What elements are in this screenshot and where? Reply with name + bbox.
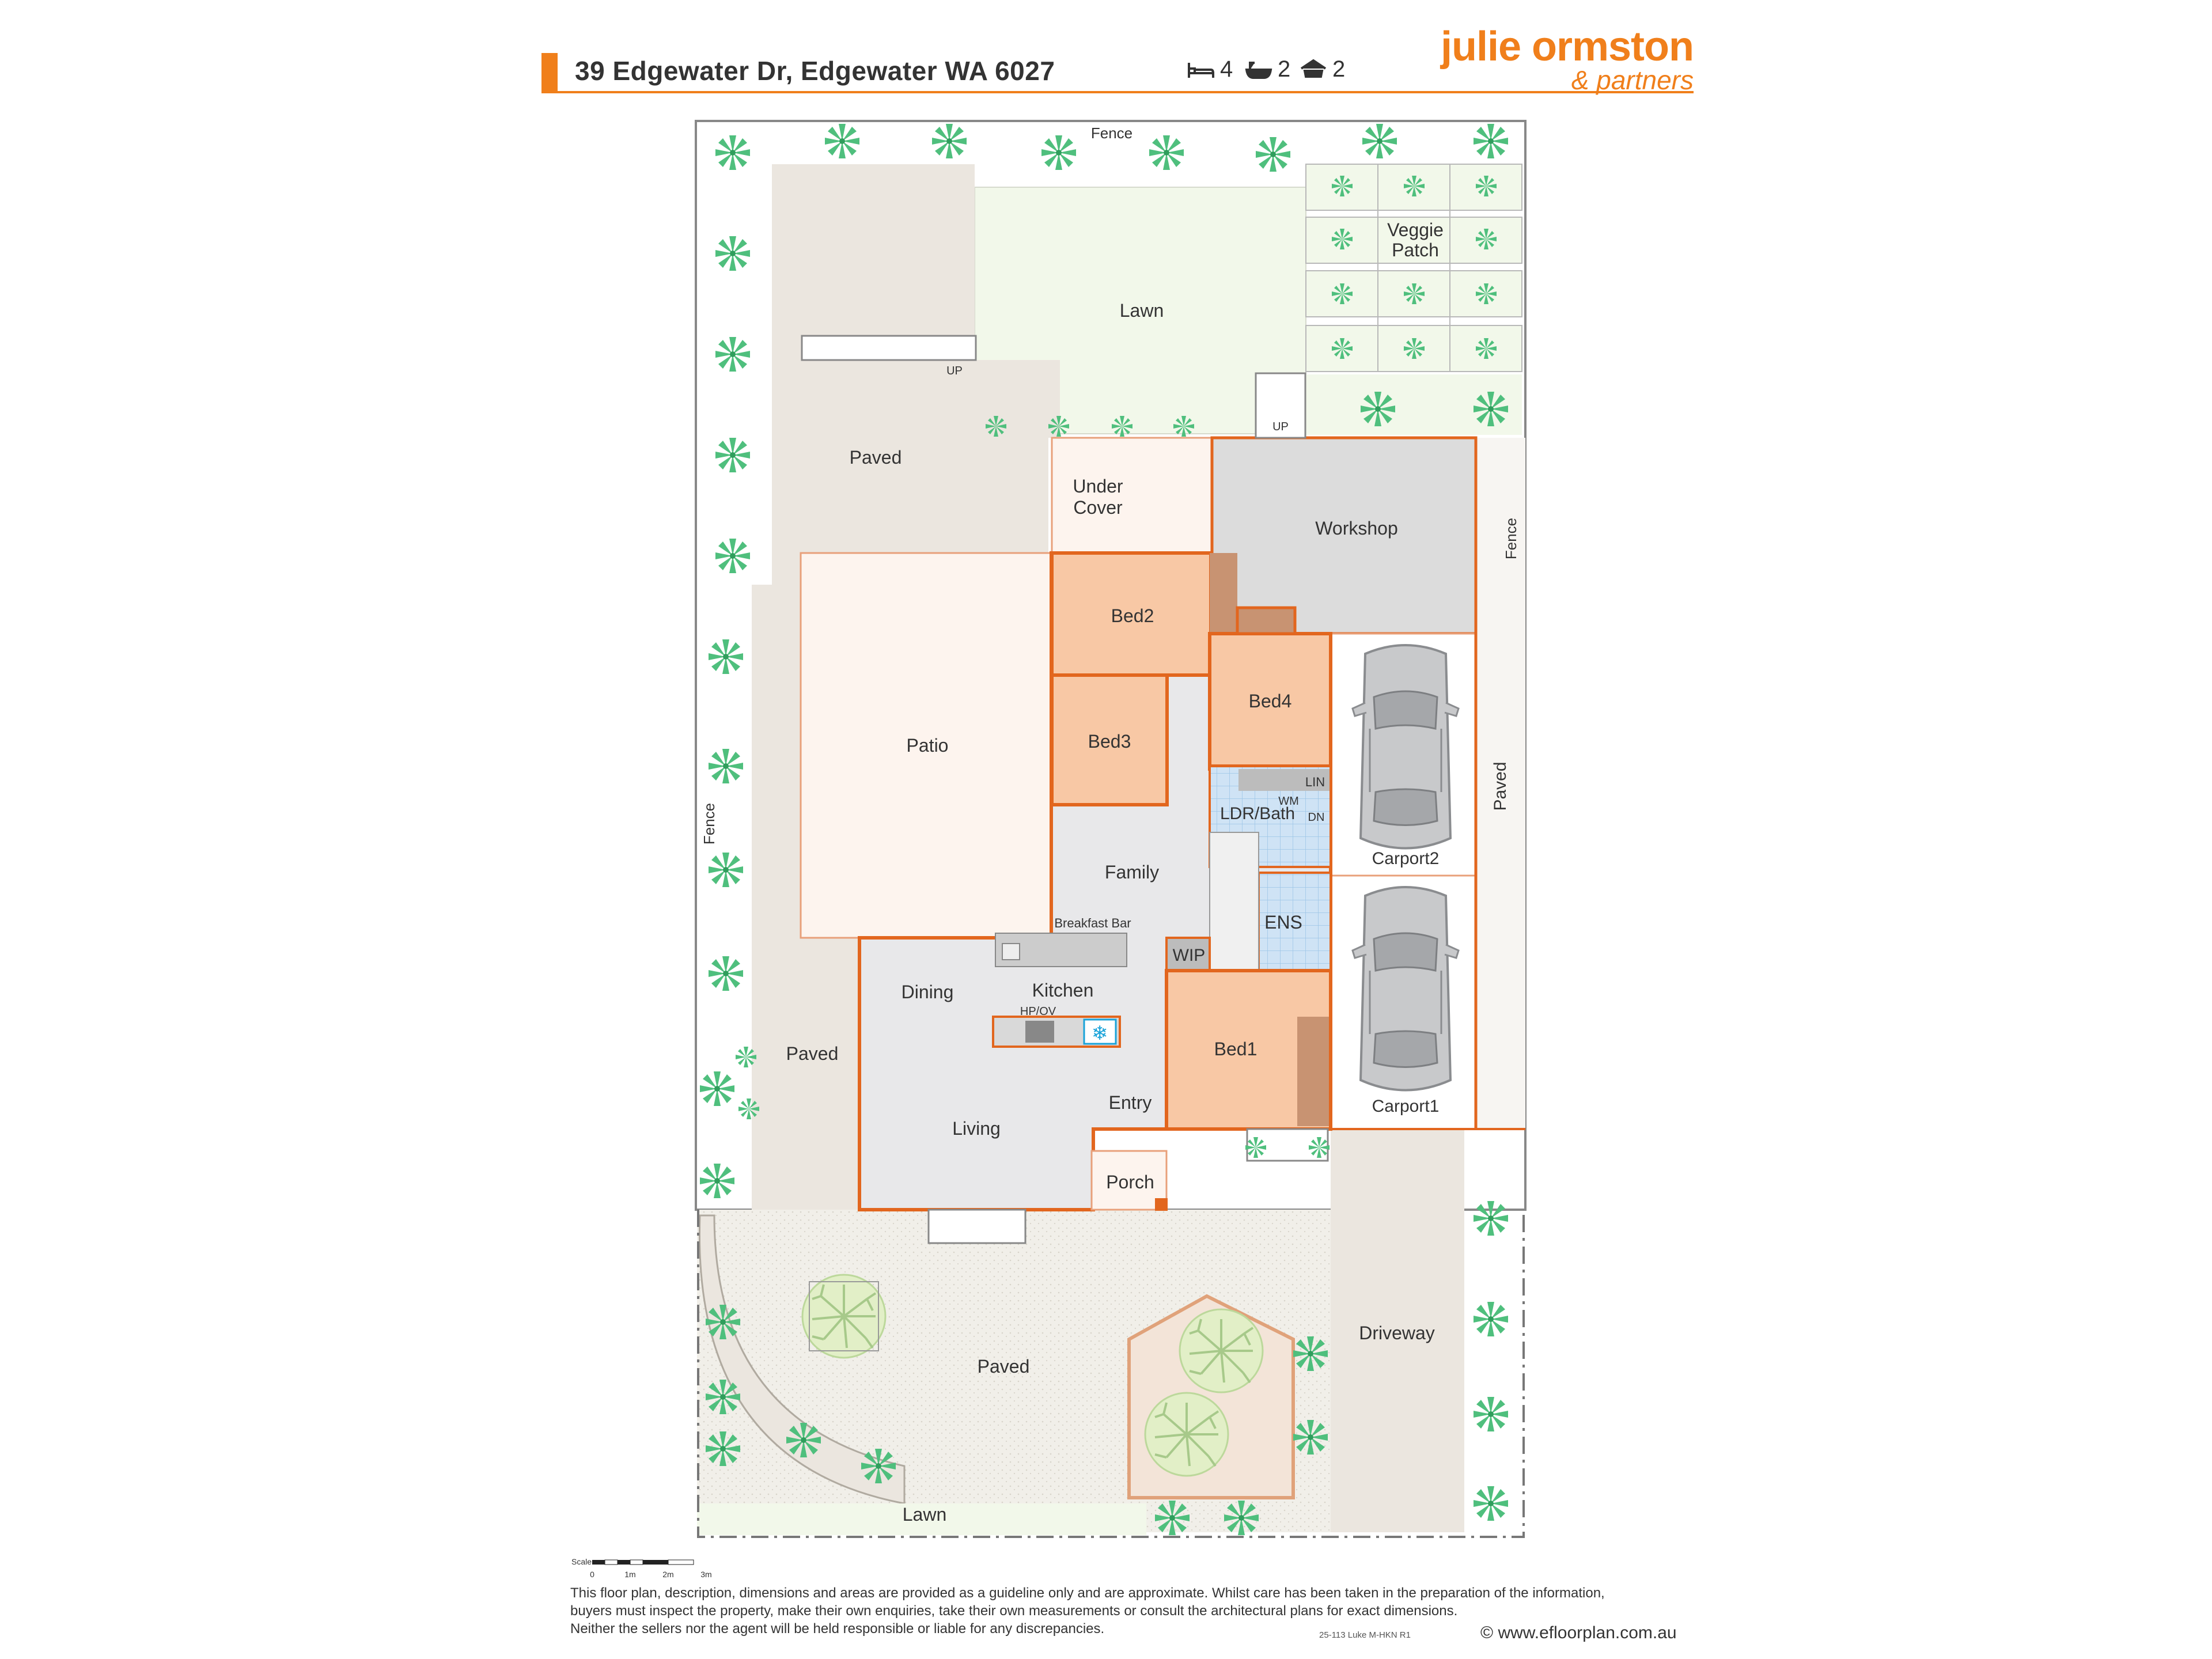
veggie-label-1: Veggie (1387, 219, 1444, 240)
car-icon (1300, 59, 1327, 78)
front-paved-label: Paved (978, 1356, 1030, 1377)
scale-tick-2: 2m (662, 1570, 673, 1579)
bath-icon (1245, 61, 1272, 79)
accent-bar (541, 53, 558, 91)
bedroom-count: 4 (1187, 56, 1233, 82)
dining-label: Dining (902, 982, 954, 1002)
hp-ov-label: HP/OV (1020, 1005, 1056, 1018)
carport2-label: Carport2 (1372, 849, 1440, 868)
header-divider (541, 91, 1694, 93)
back-paved-label: Paved (850, 447, 902, 468)
back-lawn-label: Lawn (1120, 300, 1164, 321)
disclaimer: This floor plan, description, dimensions… (570, 1584, 1665, 1638)
car-value: 2 (1332, 56, 1346, 82)
bed-icon (1188, 62, 1214, 78)
bed4-label: Bed4 (1249, 691, 1292, 711)
kitchen-label: Kitchen (1032, 980, 1094, 1001)
disclaimer-line-2: buyers must inspect the property, make t… (570, 1603, 1458, 1619)
ldr-bath-label: LDR/Bath (1220, 804, 1295, 823)
wm-label: WM (1278, 795, 1299, 808)
family-label: Family (1105, 862, 1159, 882)
wip-label: WIP (1173, 946, 1206, 965)
carport1-label: Carport1 (1372, 1097, 1440, 1116)
lin-label: LIN (1305, 775, 1325, 789)
workshop-label: Workshop (1315, 518, 1397, 539)
fan-icon: ❄ (1092, 1022, 1108, 1044)
disclaimer-line-3: Neither the sellers nor the agent will b… (570, 1621, 1105, 1637)
breakfast-bar-label: Breakfast Bar (1054, 916, 1131, 930)
disclaimer-line-1: This floor plan, description, dimensions… (570, 1585, 1605, 1601)
fence-label-right: Fence (1502, 518, 1520, 559)
under-cover-label-1: Under (1073, 476, 1123, 497)
scale-tick-1: 1m (624, 1570, 635, 1579)
paved-side-label: Paved (786, 1043, 839, 1064)
porch-label: Porch (1106, 1172, 1154, 1192)
veggie-label-2: Patch (1392, 240, 1439, 260)
up-label-right: UP (1272, 421, 1289, 433)
website-link[interactable]: © www.efloorplan.com.au (1480, 1623, 1677, 1642)
header: 39 Edgewater Dr, Edgewater WA 6027 4 2 2… (541, 23, 1694, 95)
property-address: 39 Edgewater Dr, Edgewater WA 6027 (575, 56, 1055, 86)
ens-label: ENS (1264, 912, 1302, 933)
bed2-label: Bed2 (1111, 605, 1154, 626)
agency-logo-name: julie ormston (1440, 24, 1694, 70)
patio-label: Patio (907, 735, 949, 756)
bathroom-count: 2 (1244, 56, 1290, 82)
bed3-label: Bed3 (1088, 731, 1131, 752)
scale-label: Scale (571, 1557, 592, 1566)
agency-logo-sub: & partners (1571, 65, 1694, 95)
scale-tick-3: 3m (700, 1570, 711, 1579)
right-paved-label: Paved (1491, 762, 1510, 810)
driveway-label: Driveway (1359, 1323, 1435, 1343)
plan-reference: 25-113 Luke M-HKN R1 (1319, 1630, 1411, 1640)
up-label-left: UP (946, 365, 963, 377)
front-lawn-label: Lawn (903, 1504, 947, 1525)
living-label: Living (952, 1118, 1001, 1139)
veggie-patch (1305, 164, 1522, 372)
bedroom-value: 4 (1220, 56, 1233, 82)
scale-bar: Scale 0 1m 2m 3m (571, 1557, 712, 1579)
car-count: 2 (1299, 56, 1345, 82)
fence-label-left: Fence (700, 803, 718, 844)
under-cover-label-2: Cover (1073, 497, 1123, 518)
dn-label: DN (1308, 811, 1325, 824)
scale-tick-0: 0 (590, 1570, 594, 1579)
bathroom-value: 2 (1278, 56, 1291, 82)
fence-label-top: Fence (1091, 124, 1132, 142)
entry-label: Entry (1109, 1092, 1152, 1113)
bed1-label: Bed1 (1214, 1039, 1257, 1059)
